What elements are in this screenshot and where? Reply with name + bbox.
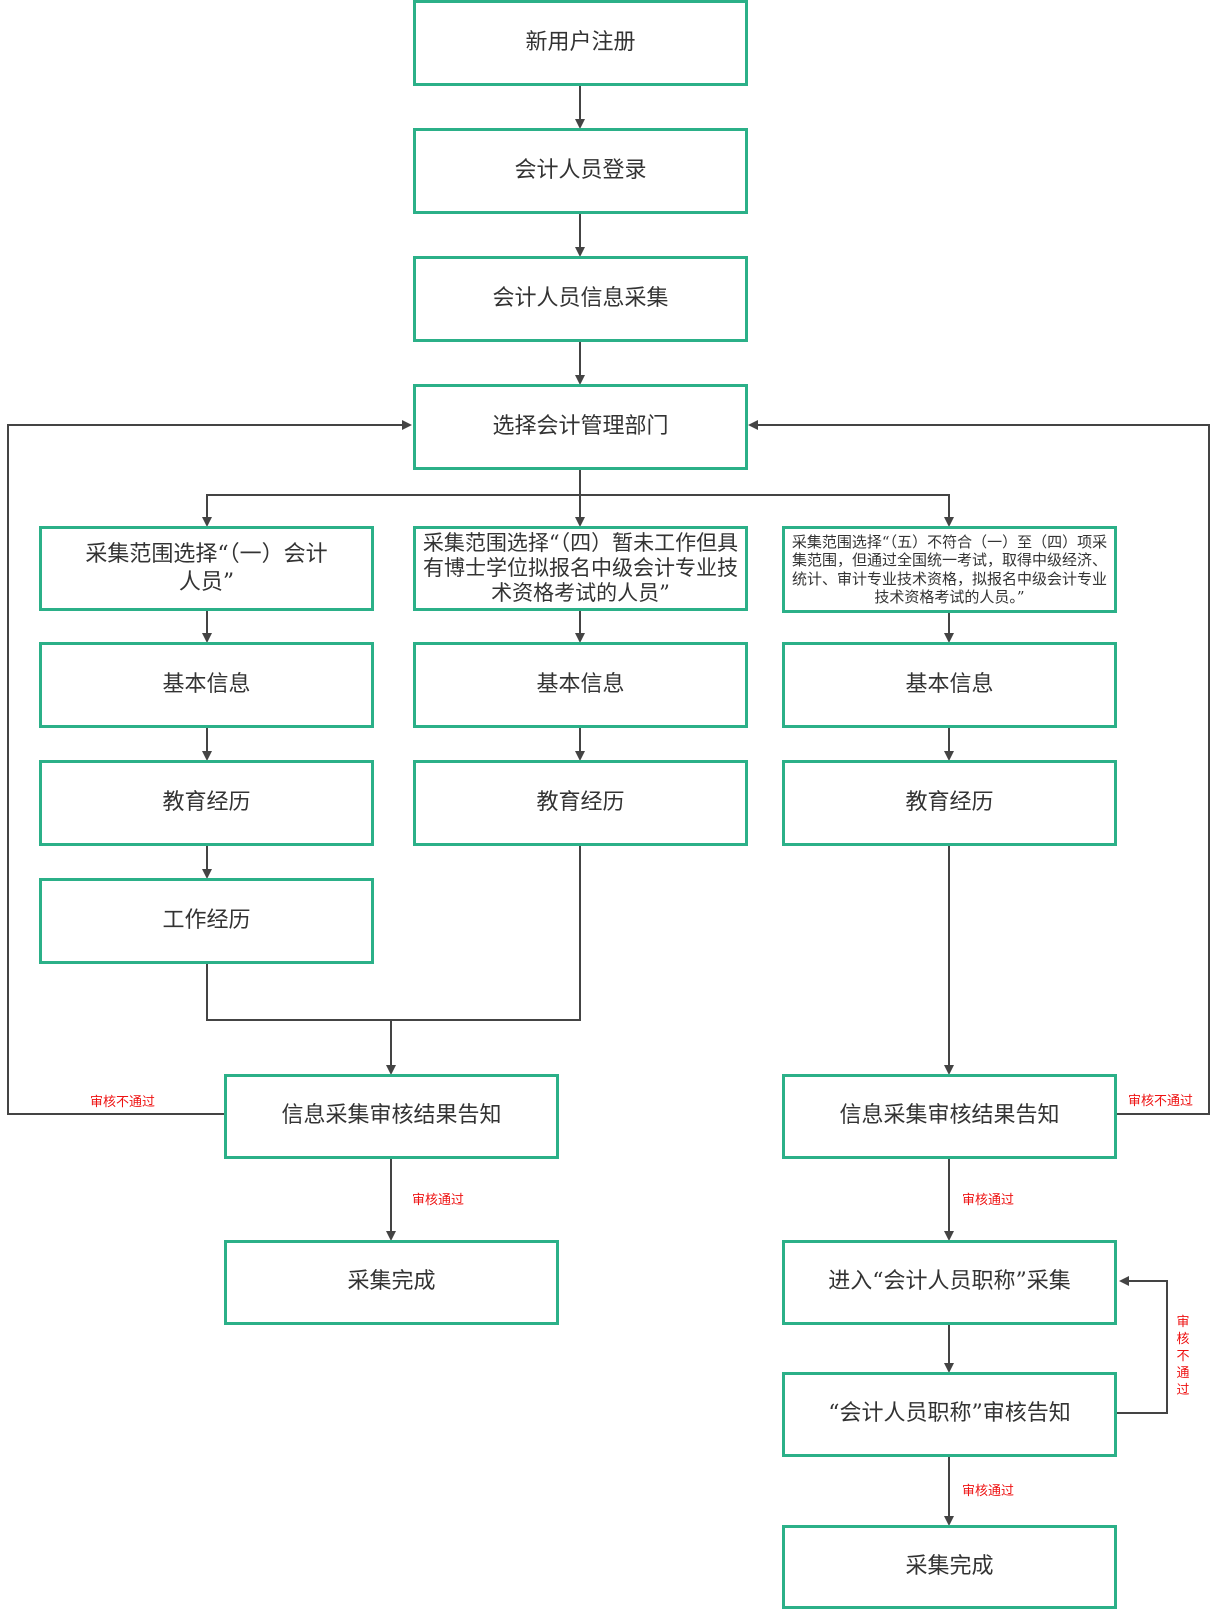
node-basic-info-1-label: 基本信息: [162, 671, 251, 697]
node-education-1: 教育经历: [39, 760, 374, 846]
label-fail-loop: 审核不通过: [1176, 1315, 1190, 1398]
connector-edu2-merge: [391, 845, 581, 1021]
node-register-label: 新用户注册: [525, 29, 636, 55]
node-title-review-label: “会计人员职称”审核告知: [828, 1401, 1071, 1427]
node-done-right: 采集完成: [782, 1525, 1117, 1609]
label-pass-left: 审核通过: [412, 1193, 465, 1208]
node-scope-5-label: 采集范围选择“（五）不符合（一）至（四）项采集范围，但通过全国统一考试，取得中级…: [791, 532, 1108, 606]
node-enter-title: 进入“会计人员职称”采集: [782, 1240, 1117, 1325]
node-login-label: 会计人员登录: [514, 157, 647, 183]
node-select-dept: 选择会计管理部门: [413, 384, 748, 470]
node-basic-info-3-label: 基本信息: [905, 671, 994, 697]
node-result-right: 信息采集审核结果告知: [782, 1074, 1117, 1159]
node-education-2-label: 教育经历: [536, 789, 625, 815]
node-info-collect-label: 会计人员信息采集: [492, 285, 669, 311]
node-basic-info-2-label: 基本信息: [536, 671, 625, 697]
node-result-left: 信息采集审核结果告知: [224, 1074, 559, 1159]
arrow-fail-loop: [1117, 1276, 1168, 1414]
node-scope-4-label: 采集范围选择“（四）暂未工作但具有博士学位拟报名中级会计专业技术资格考试的人员”: [422, 530, 739, 606]
node-result-right-label: 信息采集审核结果告知: [839, 1103, 1060, 1129]
node-work-experience-label: 工作经历: [162, 907, 251, 933]
node-education-3-label: 教育经历: [905, 789, 994, 815]
node-education-1-label: 教育经历: [162, 789, 251, 815]
node-select-dept-label: 选择会计管理部门: [492, 413, 669, 439]
node-education-3: 教育经历: [782, 760, 1117, 846]
node-education-2: 教育经历: [413, 760, 748, 846]
node-scope-5: 采集范围选择“（五）不符合（一）至（四）项采集范围，但通过全国统一考试，取得中级…: [782, 526, 1117, 613]
node-done-right-label: 采集完成: [905, 1553, 994, 1579]
arrow-dept-scope1: [202, 494, 580, 527]
node-basic-info-3: 基本信息: [782, 642, 1117, 728]
arrow-dept-scope5: [580, 494, 954, 527]
node-done-left: 采集完成: [224, 1240, 559, 1325]
node-result-left-label: 信息采集审核结果告知: [281, 1103, 502, 1129]
node-scope-1-label: 采集范围选择“（一）会计人员”: [85, 542, 328, 595]
label-pass-right: 审核通过: [962, 1193, 1015, 1208]
node-enter-title-label: 进入“会计人员职称”采集: [828, 1269, 1071, 1295]
label-fail-right: 审核不通过: [1128, 1094, 1194, 1109]
arrow-fail-right: [748, 420, 1210, 1115]
node-login: 会计人员登录: [413, 128, 748, 214]
node-scope-4: 采集范围选择“（四）暂未工作但具有博士学位拟报名中级会计专业技术资格考试的人员”: [413, 526, 748, 611]
node-info-collect: 会计人员信息采集: [413, 256, 748, 342]
label-pass-final: 审核通过: [962, 1484, 1015, 1499]
node-work-experience: 工作经历: [39, 878, 374, 964]
node-basic-info-2: 基本信息: [413, 642, 748, 728]
node-title-review: “会计人员职称”审核告知: [782, 1372, 1117, 1457]
node-scope-1: 采集范围选择“（一）会计人员”: [39, 526, 374, 611]
node-basic-info-1: 基本信息: [39, 642, 374, 728]
connector-work-merge: [206, 963, 391, 1021]
node-done-left-label: 采集完成: [347, 1269, 436, 1295]
arrow-fail-left: [7, 420, 412, 1115]
node-register: 新用户注册: [413, 0, 748, 86]
label-fail-left: 审核不通过: [90, 1095, 156, 1110]
